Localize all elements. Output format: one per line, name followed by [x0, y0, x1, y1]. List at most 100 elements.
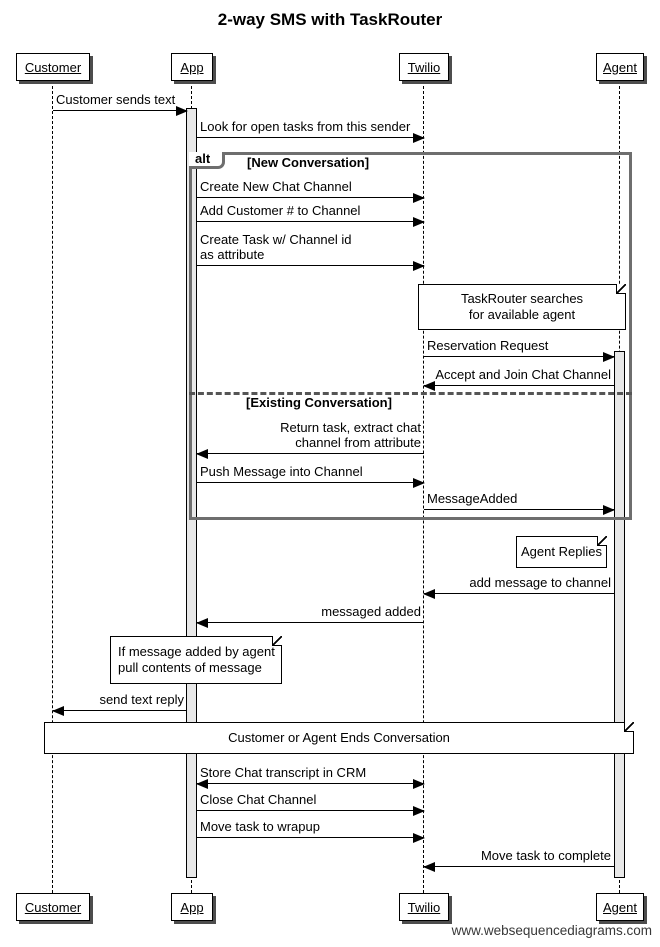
message-line — [197, 217, 425, 227]
actor-box-app-top: App — [171, 53, 213, 81]
message-line — [197, 133, 425, 143]
message-label: Add Customer # to Channel — [200, 203, 361, 218]
message-label: Customer sends text — [56, 92, 176, 107]
arrowhead-left-icon — [196, 779, 208, 789]
message-send-text-reply: send text reply — [52, 692, 187, 716]
note-text: Agent Replies — [521, 544, 602, 559]
note-fold-icon — [272, 636, 282, 646]
message-line — [197, 833, 425, 843]
actor-label: Agent — [603, 899, 637, 915]
message-line — [197, 193, 425, 203]
message-add-customer-to-channel: Add Customer # to Channel — [197, 203, 425, 227]
arrowhead-right-icon — [413, 133, 425, 143]
note-if-message-added: If message added by agent pull contents … — [110, 636, 282, 684]
alt-divider — [189, 392, 632, 395]
message-line — [197, 478, 425, 488]
message-line — [424, 505, 615, 515]
actor-label: Twilio — [407, 899, 441, 915]
message-label: Store Chat transcript in CRM — [200, 765, 367, 780]
arrowhead-right-icon — [413, 833, 425, 843]
message-line — [52, 706, 187, 716]
watermark: www.websequencediagrams.com — [451, 923, 652, 938]
message-line — [53, 106, 188, 116]
message-accept-join-chat-channel: Accept and Join Chat Channel — [423, 367, 614, 391]
message-customer-sends-text: Customer sends text — [53, 92, 188, 116]
message-line — [197, 806, 425, 816]
message-label: MessageAdded — [427, 491, 518, 506]
arrowhead-right-icon — [413, 193, 425, 203]
actor-box-app-bottom: App — [171, 893, 213, 921]
arrowhead-left-icon — [423, 862, 435, 872]
message-label: Create Task w/ Channel id — [200, 232, 352, 247]
message-close-chat-channel: Close Chat Channel — [197, 792, 425, 816]
note-text: for available agent — [468, 307, 576, 322]
message-create-new-chat-channel: Create New Chat Channel — [197, 179, 425, 203]
message-line — [196, 449, 424, 459]
guard-existing-conversation: [Existing Conversation] — [246, 395, 392, 410]
actor-box-customer-bottom: Customer — [16, 893, 90, 921]
message-label: Move task to complete — [480, 848, 611, 863]
actor-box-customer-top: Customer — [16, 53, 90, 81]
arrowhead-right-icon — [413, 779, 425, 789]
message-line — [196, 779, 425, 789]
message-label: Look for open tasks from this sender — [200, 119, 411, 134]
arrowhead-right-icon — [413, 806, 425, 816]
message-label: Close Chat Channel — [200, 792, 317, 807]
alt-operator-label: alt — [195, 151, 211, 166]
message-line — [423, 862, 614, 872]
message-label: Reservation Request — [427, 338, 549, 353]
message-return-task: Return task, extract chat channel from a… — [196, 420, 424, 459]
message-label-line2: channel from attribute — [295, 435, 421, 450]
message-label: Push Message into Channel — [200, 464, 363, 479]
message-line — [424, 352, 615, 362]
lifeline-customer — [52, 81, 53, 893]
message-label: Move task to wrapup — [200, 819, 320, 834]
actor-label: Agent — [603, 59, 637, 75]
message-create-task: Create Task w/ Channel id as attribute — [197, 232, 425, 271]
note-text: pull contents of message — [118, 660, 262, 675]
arrowhead-left-icon — [423, 381, 435, 391]
note-text: If message added by agent — [118, 644, 275, 659]
actor-box-agent-bottom: Agent — [596, 893, 644, 921]
actor-label: Customer — [24, 59, 82, 75]
arrowhead-right-icon — [176, 106, 188, 116]
arrowhead-right-icon — [413, 478, 425, 488]
message-label: Accept and Join Chat Channel — [435, 367, 611, 382]
note-fold-icon — [597, 536, 607, 546]
message-label-line2: as attribute — [200, 247, 265, 262]
actor-box-agent-top: Agent — [596, 53, 644, 81]
message-store-chat-transcript: Store Chat transcript in CRM — [196, 765, 425, 789]
message-label: Create New Chat Channel — [200, 179, 352, 194]
note-agent-replies: Agent Replies — [516, 536, 607, 568]
message-messageadded: MessageAdded — [424, 491, 615, 515]
arrowhead-left-icon — [196, 449, 208, 459]
note-fold-icon — [616, 284, 626, 294]
actor-box-twilio-bottom: Twilio — [399, 893, 449, 921]
message-line — [423, 381, 614, 391]
message-line — [423, 589, 614, 599]
note-fold-icon — [624, 722, 634, 732]
arrowhead-right-icon — [413, 261, 425, 271]
actor-label: Twilio — [407, 59, 441, 75]
note-text: Customer or Agent Ends Conversation — [228, 730, 450, 745]
actor-label: App — [180, 59, 204, 75]
message-line — [197, 261, 425, 271]
message-messaged-added: messaged added — [196, 604, 424, 628]
alt-operator-tab: alt — [189, 151, 226, 169]
message-reservation-request: Reservation Request — [424, 338, 615, 362]
arrowhead-right-icon — [603, 505, 615, 515]
actor-label: App — [180, 899, 204, 915]
diagram-title: 2-way SMS with TaskRouter — [217, 10, 443, 29]
note-text: TaskRouter searches — [460, 291, 584, 306]
message-label: add message to channel — [469, 575, 611, 590]
message-move-task-to-wrapup: Move task to wrapup — [197, 819, 425, 843]
arrowhead-right-icon — [413, 217, 425, 227]
message-add-message-to-channel: add message to channel — [423, 575, 614, 599]
note-ends-conversation: Customer or Agent Ends Conversation — [44, 722, 634, 754]
guard-new-conversation: [New Conversation] — [247, 155, 370, 170]
alt-fragment-frame: alt [New Conversation] [Existing Convers… — [189, 152, 632, 520]
message-line — [196, 618, 424, 628]
activation-bar-agent — [614, 351, 625, 878]
arrowhead-left-icon — [196, 618, 208, 628]
